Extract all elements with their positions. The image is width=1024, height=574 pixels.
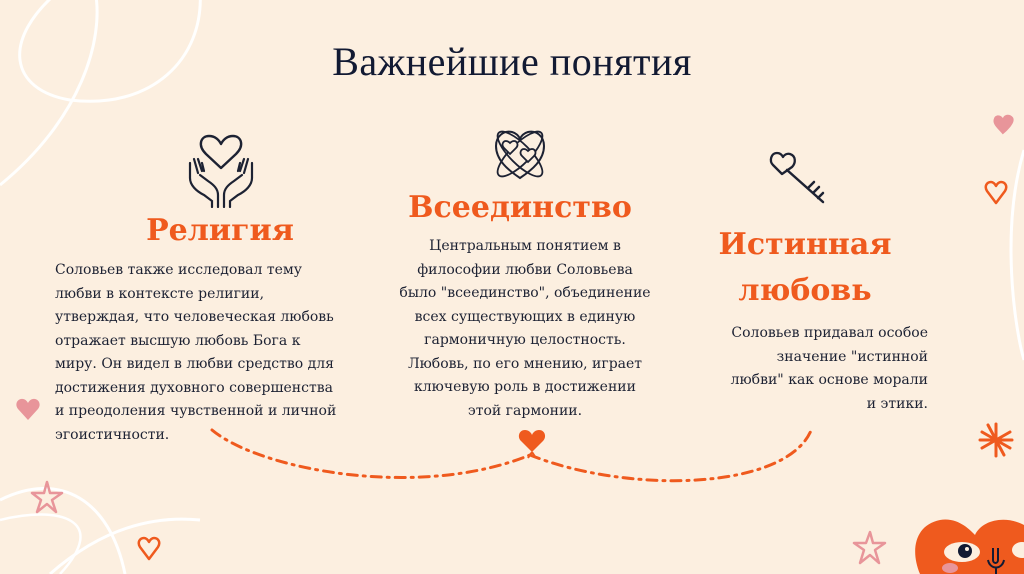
text-line: эгоистичности. <box>55 426 170 443</box>
vseedinstvo-description: Центральным понятием в философии любви С… <box>380 235 670 423</box>
heading-line: Истинная <box>718 227 892 262</box>
orange-sparkle-right-icon <box>978 422 1014 458</box>
pink-heart-left-icon <box>16 398 40 420</box>
orange-outline-heart-bottom-left-icon <box>137 536 161 561</box>
heart-key-icon <box>768 148 830 206</box>
true-love-description: Соловьев придавал особое значение "истин… <box>700 322 928 416</box>
heading-true-love: Истинная любовь <box>705 222 905 314</box>
text-line: любви в контексте религии, <box>55 285 265 302</box>
text-line: философии любви Соловьева <box>417 261 633 278</box>
orbiting-hearts-icon <box>490 126 550 184</box>
religion-description: Соловьев также исследовал тему любви в к… <box>55 259 375 447</box>
text-line: Соловьев придавал особое <box>731 325 928 341</box>
heading-line: любовь <box>738 273 872 308</box>
text-line: было "всеединство", объединение <box>399 285 651 301</box>
hands-holding-heart-icon <box>184 133 258 208</box>
orange-outline-heart-right-icon <box>984 180 1008 205</box>
text-line: гармоничную целостность. <box>424 332 626 348</box>
text-line: значение "истинной <box>776 348 928 365</box>
orange-heart-connector-icon <box>518 430 546 459</box>
text-line: отражает высшую любовь Бога к <box>55 332 301 349</box>
pink-star-left-icon <box>30 480 64 514</box>
text-line: этой гармонии. <box>467 402 583 419</box>
heading-religion: Религия <box>146 213 294 248</box>
text-line: ключевую роль в достижении <box>414 379 636 395</box>
text-line: и преодоления чувственной и личной <box>55 403 337 419</box>
pink-heart-top-right-icon <box>993 114 1014 135</box>
text-line: и этики. <box>866 395 928 412</box>
orange-heart-character-icon <box>915 519 1024 574</box>
text-line: Соловьев также исследовал тему <box>55 262 303 278</box>
text-line: достижения духовного совершенства <box>55 379 333 396</box>
text-line: всех существующих в единую <box>414 308 636 325</box>
text-line: любви" как основе морали <box>730 372 928 388</box>
text-line: Любовь, по его мнению, играет <box>407 355 643 372</box>
text-line: миру. Он видел в любви средство для <box>55 356 334 372</box>
heading-vseedinstvo: Всеединство <box>408 190 632 225</box>
dashed-connector-line <box>210 426 814 483</box>
page-title: Важнейшие понятия <box>332 39 692 84</box>
text-line: утверждая, что человеческая любовь <box>55 309 334 325</box>
pink-star-bottom-right-icon <box>852 530 887 565</box>
text-line: Центральным понятием в <box>429 238 621 254</box>
